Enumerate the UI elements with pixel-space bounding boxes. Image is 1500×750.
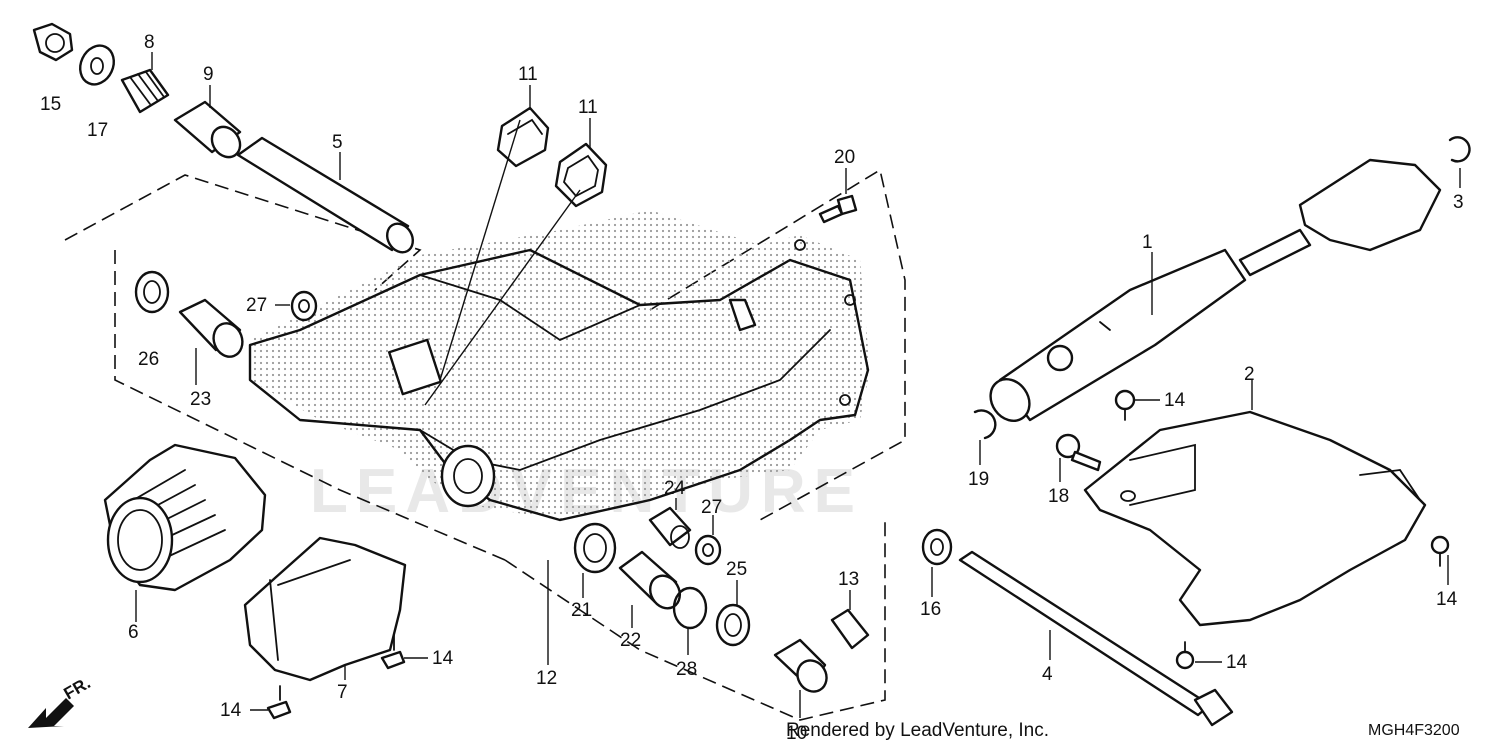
diagram-code: MGH4F3200	[1368, 722, 1460, 739]
bolt-part-14-c[interactable]	[1114, 389, 1136, 421]
callout-1: 1	[1142, 232, 1153, 253]
swingarm-part-12[interactable]	[248, 210, 870, 522]
nut-part-15[interactable]	[32, 22, 74, 62]
circlip-part-3[interactable]	[1448, 136, 1471, 163]
collar-part-27-a[interactable]	[290, 290, 318, 322]
callout-22: 22	[620, 630, 641, 651]
callout-3: 3	[1453, 192, 1464, 213]
collar-part-27-b[interactable]	[694, 534, 722, 566]
bolt-part-18[interactable]	[1055, 433, 1102, 472]
callout-2: 2	[1244, 364, 1255, 385]
callout-14-c: 14	[220, 700, 242, 721]
washer-part-17[interactable]	[74, 40, 120, 90]
callout-15: 15	[40, 94, 61, 115]
callout-5: 5	[332, 132, 343, 153]
leader-lines	[135, 52, 1461, 718]
collar-part-13[interactable]	[830, 608, 870, 650]
callout-24: 24	[664, 478, 686, 499]
callout-14-b: 14	[432, 648, 454, 669]
cap-part-11-a[interactable]	[496, 106, 550, 168]
collar-part-10[interactable]	[773, 638, 832, 697]
callout-10: 10	[786, 723, 807, 744]
callout-8: 8	[144, 32, 155, 53]
boot-part-6[interactable]	[103, 443, 267, 592]
callout-14-d: 14	[1226, 652, 1248, 673]
bearing-part-22[interactable]	[618, 550, 686, 614]
circlip-part-19[interactable]	[973, 409, 997, 440]
callout-7: 7	[337, 682, 348, 703]
callout-11-b: 11	[578, 97, 598, 118]
dashed-group-box-right	[649, 168, 906, 521]
bushing-part-9[interactable]	[173, 100, 246, 163]
bearing-part-21[interactable]	[573, 522, 617, 574]
callout-13: 13	[838, 569, 859, 590]
seal-part-26[interactable]	[134, 270, 170, 314]
dashed-group-box-bottom	[504, 520, 886, 721]
washer-part-16[interactable]	[921, 528, 953, 566]
callout-18: 18	[1048, 486, 1069, 507]
callout-27-b: 27	[701, 497, 722, 518]
callout-9: 9	[203, 64, 214, 85]
callout-25: 25	[726, 559, 747, 580]
dashed-group-box-upper	[64, 174, 422, 291]
callout-11-a: 11	[518, 64, 538, 85]
dashed-group-box-left	[114, 250, 506, 561]
callout-14-e: 14	[1436, 589, 1458, 610]
driveshaft-part-1[interactable]	[983, 158, 1442, 428]
callout-17: 17	[87, 120, 108, 141]
callout-19: 19	[968, 469, 989, 490]
callout-26: 26	[138, 349, 159, 370]
callout-16: 16	[920, 599, 941, 620]
callout-6: 6	[128, 622, 139, 643]
render-credit: Rendered by LeadVenture, Inc.	[786, 720, 1050, 741]
bearing-part-24[interactable]	[648, 506, 692, 549]
callout-labels: 1 2 3 4 5 6 7 8 9 10 11 11 12 13 14 14 1…	[40, 32, 1464, 744]
callout-23: 23	[190, 389, 211, 410]
callout-14-a: 14	[1164, 390, 1186, 411]
pivot-pipe-part-5[interactable]	[236, 136, 418, 257]
callout-20: 20	[834, 147, 855, 168]
callout-12: 12	[536, 668, 557, 689]
collar-part-8[interactable]	[120, 68, 170, 114]
cover-part-7[interactable]	[243, 536, 407, 682]
bolt-part-14-d[interactable]	[1430, 535, 1450, 567]
bearing-part-23[interactable]	[178, 298, 247, 361]
cap-part-11-b[interactable]	[554, 142, 608, 208]
bolt-part-20[interactable]	[818, 194, 858, 224]
callout-28: 28	[676, 659, 697, 680]
callout-21: 21	[571, 600, 592, 621]
seal-part-25[interactable]	[715, 603, 751, 647]
callout-4: 4	[1042, 664, 1053, 685]
circlip-part-28[interactable]	[672, 586, 708, 630]
pivot-bolt-part-4[interactable]	[958, 550, 1234, 727]
callout-27-a: 27	[246, 295, 267, 316]
front-direction-arrow-icon: FR.	[28, 676, 94, 728]
guard-part-2[interactable]	[1083, 410, 1427, 627]
bolt-part-14-a[interactable]	[266, 685, 292, 720]
bolt-part-14-b[interactable]	[380, 634, 406, 670]
bolt-part-14-e[interactable]	[1175, 641, 1195, 670]
